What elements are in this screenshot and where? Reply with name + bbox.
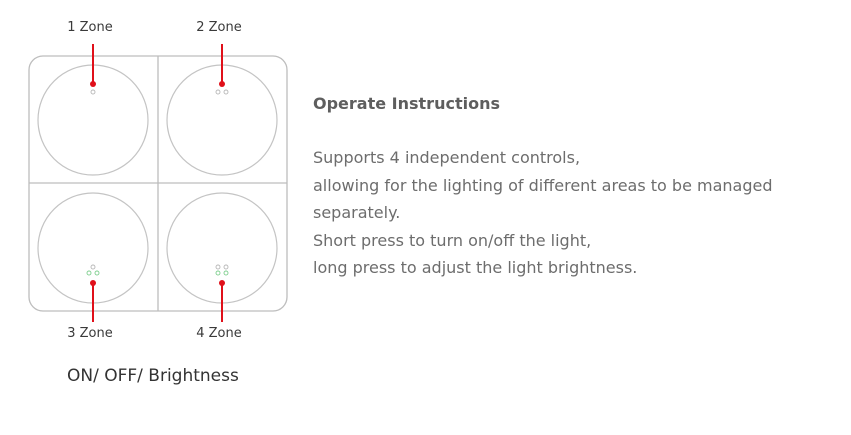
zone-4-pointer [219,280,225,322]
led-indicator [215,264,221,270]
zone-2-label: 2 Zone [196,20,242,35]
led-indicator [215,270,221,276]
operate-instructions: Operate Instructions Supports 4 independ… [313,94,843,282]
instructions-line: separately. [313,203,401,222]
led-indicator [223,89,229,95]
zone-4-label: 4 Zone [196,326,242,341]
zone-2-pointer [219,44,225,87]
instructions-line: allowing for the lighting of different a… [313,175,773,195]
led-indicator [86,270,92,276]
zone-3-indicator-leds [86,264,100,276]
four-zone-switch-diagram [28,44,288,322]
instructions-line: long press to adjust the light brightnes… [313,258,638,277]
zone-3-label: 3 Zone [67,326,113,341]
zone-2-indicator-leds [215,89,229,95]
zone-3-pointer [90,280,96,322]
zone-1-indicator-leds [90,89,96,95]
instructions-line: Short press to turn on/off the light, [313,230,592,250]
zone-1-pointer [90,44,96,87]
led-indicator [223,264,229,270]
instructions-title: Operate Instructions [313,94,500,113]
zone-4-indicator-leds [215,264,229,276]
led-indicator [90,264,96,270]
led-indicator [215,89,221,95]
led-indicator [90,89,96,95]
instructions-line: Supports 4 independent controls, [313,148,581,167]
zone-1-label: 1 Zone [67,20,113,35]
led-indicator [223,270,229,276]
function-caption: ON/ OFF/ Brightness [67,366,239,386]
led-indicator [94,270,100,276]
